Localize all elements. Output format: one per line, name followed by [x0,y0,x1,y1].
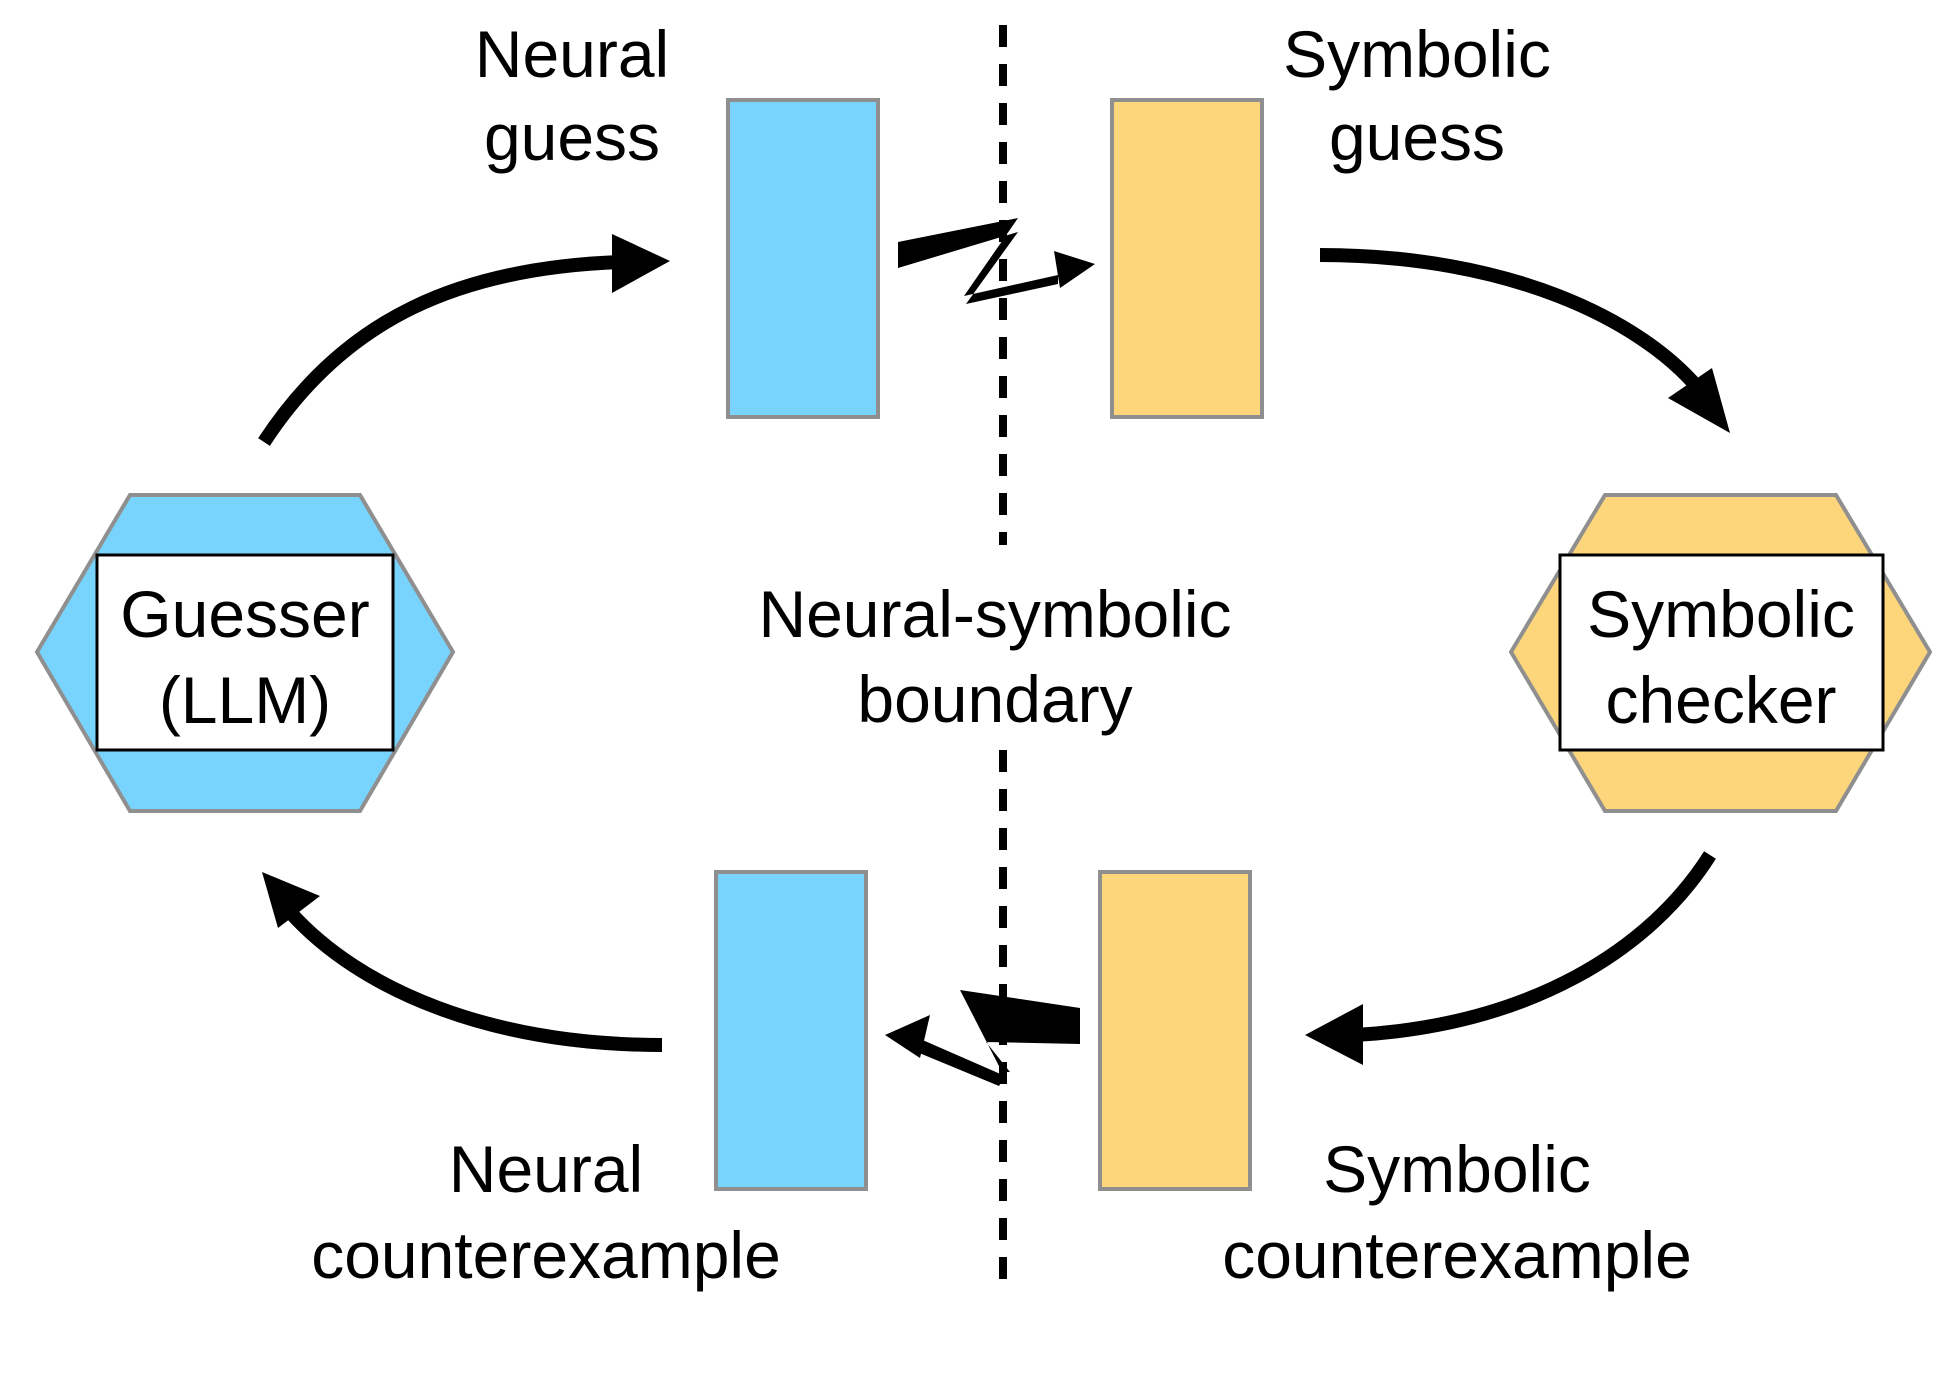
boundary-label-line2: boundary [857,662,1132,736]
guesser-label-box [95,553,395,752]
arrow-guesser-to-neural-guess [258,234,670,446]
symbolic-counterexample-label-line1: Symbolic [1323,1132,1591,1206]
symbolic-guess-label-line2: guess [1329,100,1505,174]
translation-arrow-neural-to-symbolic [898,218,1095,304]
neural-counterexample-label-line1: Neural [449,1132,643,1206]
checker-subtitle: checker [1605,663,1836,737]
arrowhead [262,872,320,928]
neural-counterexample-label-line2: counterexample [311,1218,781,1292]
arrow-neural-counterexample-to-guesser [262,872,663,1052]
arrowhead [1305,1004,1363,1065]
zigzag-bolt-bottom-tail [912,1038,1005,1086]
checker-node: Symbolic checker [1508,493,1933,813]
symbolic-counterexample-panel [1098,870,1252,1191]
guesser-node: Guesser (LLM) [34,493,456,813]
zigzag-bolt-bottom [960,990,1080,1072]
arrowhead [1668,368,1730,433]
arrowhead [612,234,670,293]
translation-arrow-symbolic-to-neural [885,990,1080,1086]
arrow-symbolic-guess-to-checker [1319,248,1730,433]
arrow-checker-to-symbolic-counterexample [1305,851,1716,1065]
neural-guess-label-line1: Neural [475,17,669,91]
symbolic-counterexample-label-line2: counterexample [1222,1218,1692,1292]
boundary-label-line1: Neural-symbolic [758,577,1231,651]
neural-counterexample-panel [714,870,868,1191]
guesser-title: Guesser [120,577,369,651]
zigzag-bolt-top [898,218,1058,304]
neural-guess-label-line2: guess [484,100,660,174]
guesser-subtitle: (LLM) [159,663,331,737]
symbolic-guess-label-line1: Symbolic [1283,17,1551,91]
checker-title: Symbolic [1587,577,1855,651]
arrowhead [1054,251,1095,288]
symbolic-guess-panel [1110,98,1264,419]
neural-guess-panel [726,98,880,419]
arrowhead [885,1015,930,1058]
checker-label-box [1558,553,1885,752]
